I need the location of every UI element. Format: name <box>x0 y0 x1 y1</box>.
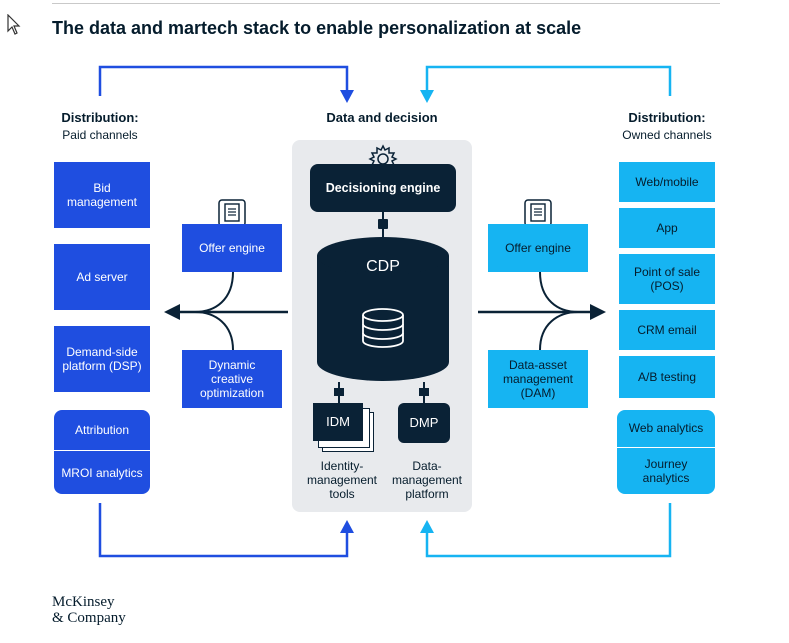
right-heading: Distribution: <box>628 110 706 125</box>
left-analytics-group: Attribution MROI analytics <box>54 410 150 494</box>
cdp-label: CDP <box>366 258 400 275</box>
top-left-loop-arrow <box>98 65 349 96</box>
center-heading: Data and decision <box>326 110 438 125</box>
mroi-label: MROI analytics <box>61 465 143 480</box>
web-analytics-label: Web analytics <box>628 421 704 435</box>
dam-box: Data-asset management (DAM) <box>488 350 588 408</box>
dsp-box: Demand-side platform (DSP) <box>54 326 150 392</box>
right-offer-engine-box: Offer engine <box>488 224 588 272</box>
right-dam-curve <box>539 311 579 351</box>
left-subheading: Paid channels <box>62 128 138 142</box>
left-heading: Distribution: <box>61 110 139 125</box>
mouse-cursor-icon <box>7 14 21 35</box>
dmp-caption: Data-management platform <box>391 459 463 501</box>
right-flow-arrowhead <box>590 304 606 320</box>
top-divider <box>52 3 720 4</box>
bottom-left-arrowhead <box>340 520 354 533</box>
idm-plug-icon <box>334 382 344 404</box>
dco-box: Dynamic creative optimization <box>182 350 282 408</box>
journey-analytics-label: Journey analytics <box>642 457 690 485</box>
top-left-arrowhead <box>340 90 354 103</box>
app-box: App <box>619 208 715 248</box>
bid-management-box: Bid management <box>54 162 150 228</box>
cdp-database-cylinder <box>317 237 449 381</box>
attribution-label: Attribution <box>74 423 130 437</box>
logo-line-1: McKinsey <box>52 594 115 610</box>
plug-connector-icon <box>378 211 388 239</box>
idm-box: IDM <box>313 403 363 441</box>
top-right-loop-arrow <box>425 65 672 96</box>
tablet-icon-right <box>524 199 552 227</box>
group-divider-right <box>617 447 715 448</box>
right-analytics-group: Web analytics Journey analytics <box>617 410 715 494</box>
left-dco-curve <box>194 311 234 351</box>
pos-box: Point of sale (POS) <box>619 254 715 304</box>
database-icon <box>362 308 404 348</box>
right-subheading: Owned channels <box>622 128 712 142</box>
crm-email-box: CRM email <box>619 310 715 350</box>
dmp-plug-icon <box>419 382 429 404</box>
ab-testing-box: A/B testing <box>619 356 715 398</box>
web-mobile-box: Web/mobile <box>619 162 715 202</box>
top-right-arrowhead <box>420 90 434 103</box>
bottom-right-loop-arrow <box>425 503 672 558</box>
page-title: The data and martech stack to enable per… <box>52 18 582 38</box>
bottom-left-loop-arrow <box>98 503 349 558</box>
bottom-right-arrowhead <box>420 520 434 533</box>
dmp-box: DMP <box>398 403 450 443</box>
ad-server-box: Ad server <box>54 244 150 310</box>
left-flow-arrowhead <box>164 304 180 320</box>
mckinsey-logo: McKinsey & Company <box>52 594 126 626</box>
group-divider <box>54 450 150 451</box>
idm-caption: Identity-management tools <box>306 459 378 501</box>
decisioning-engine-box: Decisioning engine <box>310 164 456 212</box>
right-offer-curve <box>539 271 579 313</box>
left-offer-engine-box: Offer engine <box>182 224 282 272</box>
logo-line-2: & Company <box>52 610 126 626</box>
left-offer-curve <box>194 271 234 313</box>
